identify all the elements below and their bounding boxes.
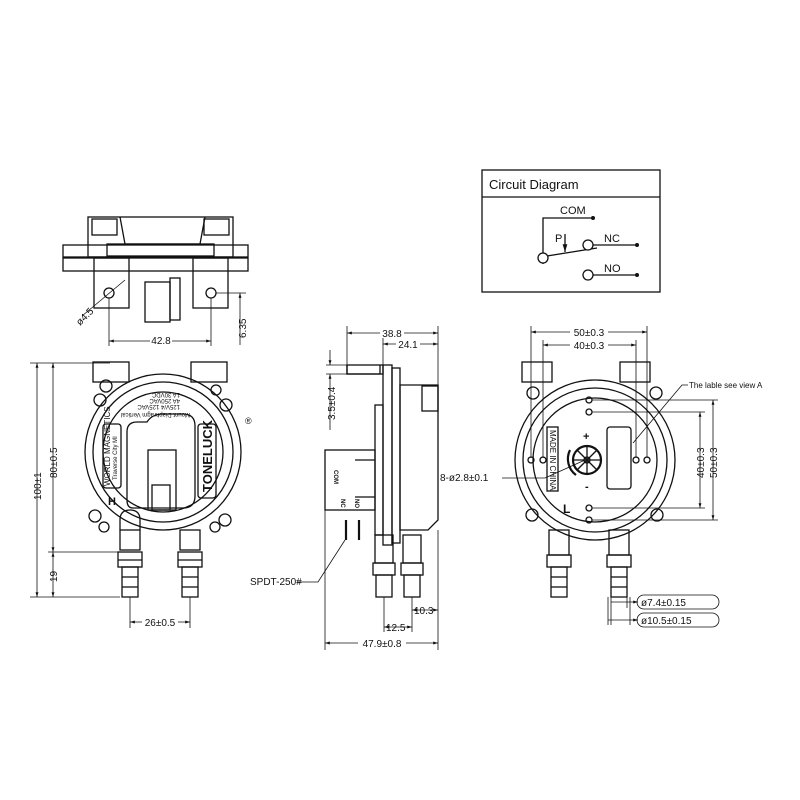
- top-view: 42.8 6.35 ø4.5: [62, 216, 249, 347]
- height-total-dim: 100±1: [33, 472, 44, 500]
- port-label-l: L: [563, 502, 570, 516]
- depth-total-dim: 38.8: [382, 329, 402, 340]
- terminal-nc: NC: [339, 499, 345, 508]
- adjustment-dial: [566, 444, 603, 476]
- pressure-label: P: [555, 233, 562, 245]
- mount-text: Mount Diaphragm Vertical: [121, 411, 190, 417]
- width-outer-dim: 50±0.3: [574, 328, 605, 339]
- depth-housing-dim: 24.1: [398, 340, 418, 351]
- nc-label: NC: [604, 233, 620, 245]
- barb-spacing-dim: 26±0.5: [145, 618, 176, 629]
- port-label-h: H: [108, 496, 116, 508]
- hole-offset-dim: 6.35: [238, 318, 249, 338]
- overall-depth-dim: 47.9±0.8: [363, 639, 402, 650]
- mount-hole: [205, 287, 217, 299]
- barb-right: [177, 529, 203, 598]
- barb-spacing-side-dim: 12.5: [386, 623, 406, 634]
- flange-dim: 3.5±0.4: [327, 386, 338, 420]
- label-note: The lable see view A: [689, 381, 763, 390]
- rating-line2: 4A 250VAC: [149, 397, 180, 403]
- com-label: COM: [560, 205, 586, 217]
- maker-city: Traverse City MI: [113, 436, 119, 480]
- barb-length-dim: 19: [49, 570, 60, 582]
- svg-text:+: +: [583, 431, 589, 443]
- terminal-no: NO: [353, 499, 359, 508]
- side-view: COM NC NO 38.8 24.1 3.5±0.4 8-ø2.8±0.1 S…: [250, 326, 586, 650]
- barb-left: [117, 529, 143, 598]
- label-area: [606, 426, 632, 490]
- hole-spacing-dim: 42.8: [151, 336, 171, 347]
- height-outer-dim: 50±0.3: [709, 447, 720, 478]
- mount-holes-dim: 8-ø2.8±0.1: [440, 473, 489, 484]
- brand-name: TONELUCK: [200, 419, 215, 492]
- hole-dia-dim: ø4.5: [74, 306, 96, 328]
- rating-line1: 125V/4 125VAC: [137, 403, 180, 409]
- height-body-dim: 80±0.5: [49, 447, 60, 478]
- barb-offset-dim: 10.3: [414, 606, 434, 617]
- width-inner-dim: 40±0.3: [574, 341, 605, 352]
- terminal-type-label: SPDT-250#: [250, 577, 302, 588]
- height-inner-dim: 40±0.3: [696, 447, 707, 478]
- front-view: WORLD MAGNETICS Traverse City MI TONELUC…: [30, 361, 252, 629]
- rating-line3: 1A 30VDC: [151, 391, 180, 397]
- no-label: NO: [604, 263, 621, 275]
- registered-mark: ®: [245, 416, 252, 426]
- barb-outer-dia-dim: ø10.5±0.15: [641, 616, 692, 627]
- maker-name: WORLD MAGNETICS: [103, 406, 112, 486]
- terminal-com: COM: [332, 470, 338, 484]
- back-view: MADE IN CHINA + - L 50±0.3 40±0.3: [514, 326, 763, 628]
- circuit-diagram: Circuit Diagram COM NC NO P: [481, 169, 661, 293]
- barb-inner-dia-dim: ø7.4±0.15: [641, 598, 686, 609]
- circuit-diagram-title: Circuit Diagram: [489, 177, 579, 192]
- origin-text: MADE IN CHINA: [548, 430, 557, 491]
- svg-text:-: -: [585, 481, 589, 493]
